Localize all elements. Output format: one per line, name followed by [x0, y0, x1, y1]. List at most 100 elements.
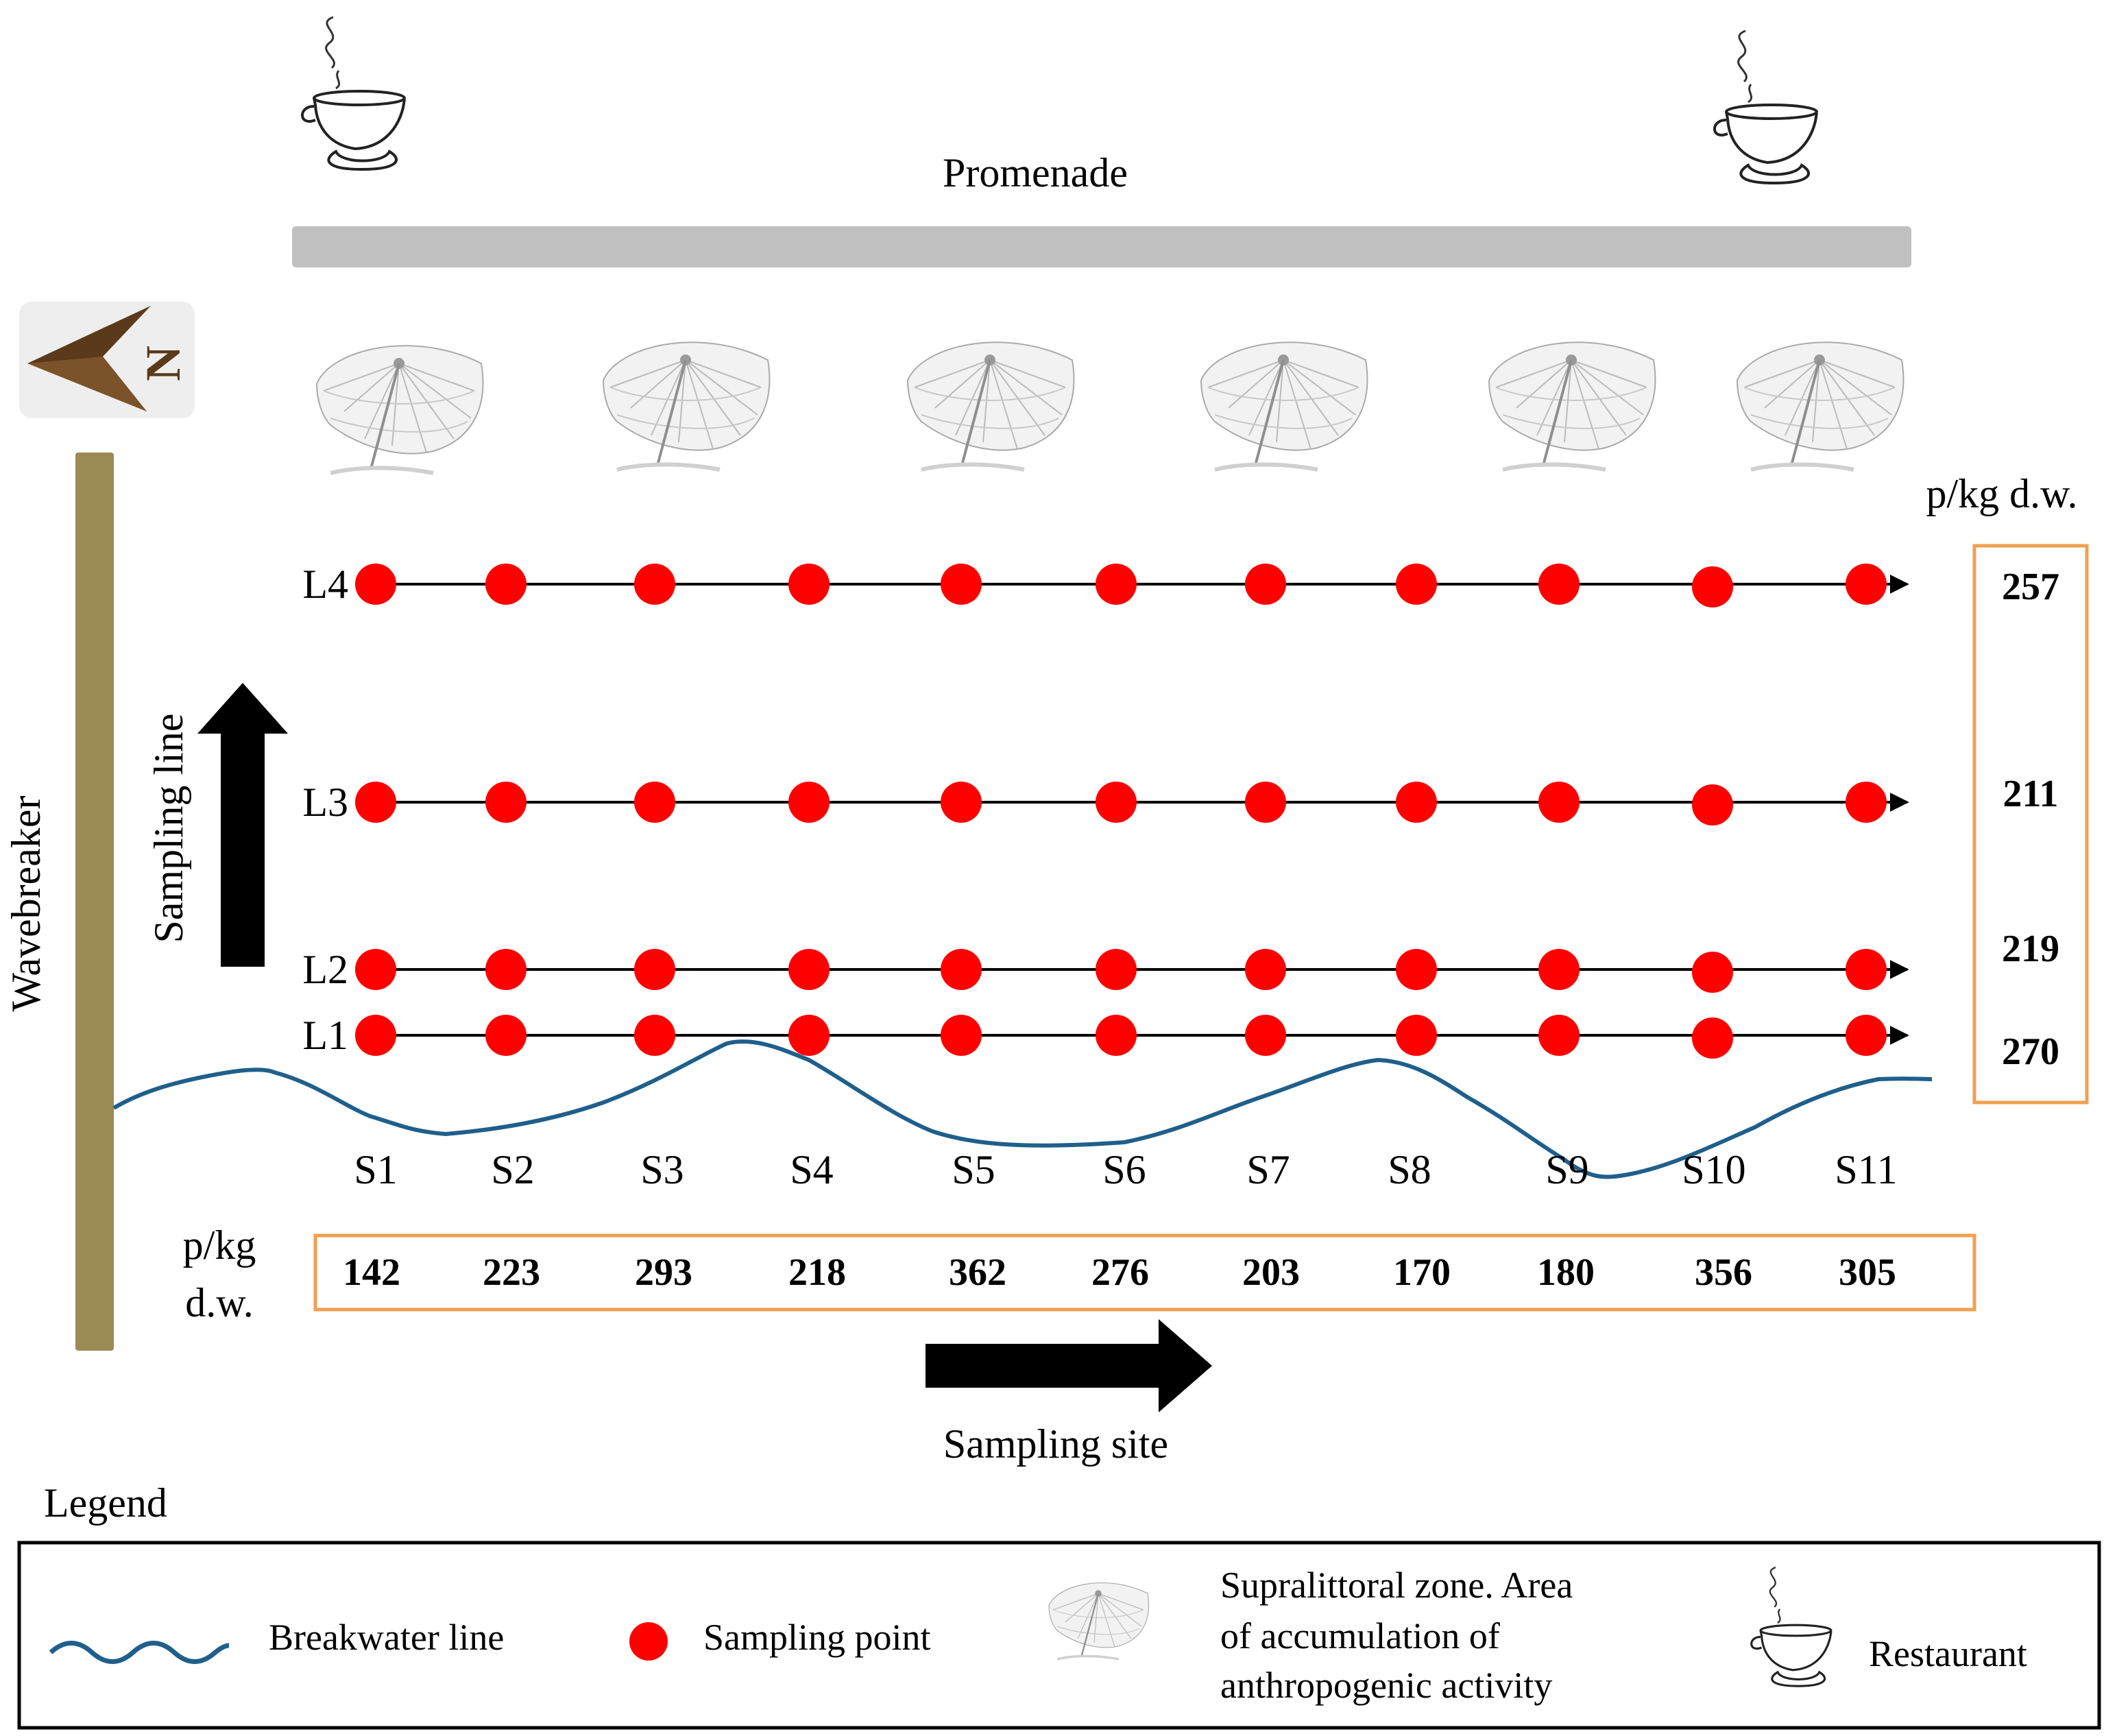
- sampling-point: [1846, 782, 1887, 823]
- site-label: S2: [491, 1147, 534, 1192]
- sampling-point: [1396, 1015, 1437, 1056]
- sampling-line-arrow-icon: [197, 683, 288, 967]
- promenade-bar: [292, 226, 1911, 267]
- site-value: 142: [343, 1251, 400, 1294]
- sampling-point: [355, 564, 396, 605]
- sampling-point: [1846, 1015, 1887, 1056]
- line-values-box: [1972, 544, 2089, 1105]
- site-value: 223: [483, 1251, 540, 1294]
- sampling-point: [1846, 949, 1887, 990]
- sampling-point: [1538, 1015, 1580, 1056]
- sampling-point: [1096, 782, 1137, 823]
- sampling-line-l3: L3: [302, 780, 1909, 825]
- site-value: 203: [1242, 1251, 1300, 1294]
- sampling-point: [1846, 564, 1887, 605]
- sampling-point: [788, 564, 830, 605]
- sampling-point: [1538, 782, 1580, 823]
- legend-breakwater-label: Breakwater line: [269, 1617, 504, 1658]
- sampling-site-label: Sampling site: [943, 1421, 1168, 1467]
- legend-title: Legend: [44, 1480, 167, 1526]
- sampling-line-l2: L2: [302, 947, 1909, 993]
- legend-sampling-point-label: Sampling point: [703, 1617, 931, 1658]
- site-value: 170: [1393, 1251, 1451, 1294]
- sampling-point: [1245, 1015, 1286, 1056]
- sampling-point: [1245, 949, 1286, 990]
- wavebreaker-label: Wavebreaker: [3, 796, 49, 1012]
- legend-umbrella-icon: [1048, 1581, 1150, 1661]
- site-value: 218: [788, 1251, 846, 1294]
- line-values: 270 219 211 257: [2002, 566, 2059, 1073]
- site-value: 305: [1839, 1251, 1896, 1294]
- restaurant-icon-left: [300, 16, 406, 171]
- sampling-point: [1538, 949, 1580, 990]
- restaurant-icon-right: [1713, 29, 1818, 184]
- sampling-point: [1692, 1017, 1733, 1059]
- wavebreaker-bar: [75, 453, 114, 1351]
- breakwater-line: [112, 1039, 1933, 1179]
- sampling-point: [941, 949, 982, 990]
- sampling-point: [1396, 564, 1437, 605]
- sampling-point: [485, 564, 527, 605]
- umbrella-icon: [1489, 342, 1655, 470]
- site-value: 356: [1695, 1251, 1752, 1294]
- site-value: 180: [1537, 1251, 1595, 1294]
- sampling-point: [1096, 564, 1137, 605]
- site-label: S9: [1545, 1147, 1588, 1192]
- line-value: 211: [2003, 773, 2059, 815]
- sampling-point: [1538, 564, 1580, 605]
- site-value: 293: [635, 1251, 692, 1294]
- sampling-point: [355, 1015, 396, 1056]
- legend-supralittoral-line3: anthropogenic activity: [1220, 1665, 1552, 1706]
- sampling-point: [1245, 564, 1286, 605]
- line-value: 270: [2002, 1030, 2059, 1073]
- line-label: L2: [302, 947, 348, 992]
- legend-restaurant-icon: [1750, 1566, 1832, 1687]
- sampling-point: [788, 1015, 830, 1056]
- sampling-point: [941, 782, 982, 823]
- sampling-point: [1692, 952, 1733, 993]
- sampling-site-arrow-icon: [926, 1319, 1212, 1412]
- sampling-point: [1396, 782, 1437, 823]
- unit-label-right: p/kg d.w.: [1926, 471, 2077, 516]
- site-label: S7: [1246, 1147, 1290, 1192]
- sampling-point: [788, 949, 830, 990]
- sampling-point: [485, 1015, 527, 1056]
- sampling-lines: L1 L2 L3 L4: [302, 562, 1909, 1059]
- sampling-point: [1096, 1015, 1137, 1056]
- line-label: L4: [302, 562, 348, 607]
- unit-label-bottom-line2: d.w.: [185, 1280, 253, 1325]
- line-label: L1: [302, 1013, 348, 1058]
- sampling-point: [788, 782, 830, 823]
- umbrella-row: [317, 342, 1903, 473]
- site-label: S3: [640, 1147, 684, 1192]
- sampling-point: [941, 1015, 982, 1056]
- line-value: 257: [2002, 566, 2059, 608]
- compass-letter: N: [136, 346, 191, 381]
- umbrella-icon: [317, 346, 483, 473]
- umbrella-icon: [908, 342, 1074, 470]
- site-label: S10: [1682, 1147, 1745, 1192]
- sampling-point: [1692, 784, 1733, 825]
- sampling-point: [485, 782, 527, 823]
- sampling-point: [485, 949, 527, 990]
- site-label: S5: [952, 1147, 995, 1192]
- sampling-point: [634, 564, 675, 605]
- sampling-point: [355, 782, 396, 823]
- site-label: S8: [1388, 1147, 1431, 1192]
- umbrella-icon: [1737, 342, 1903, 470]
- site-label: S4: [790, 1147, 833, 1192]
- promenade-label: Promenade: [943, 150, 1128, 195]
- sampling-point: [634, 1015, 675, 1056]
- line-label: L3: [302, 780, 348, 825]
- legend-breakwater-swatch: [49, 1641, 230, 1664]
- compass-icon: N: [19, 302, 195, 418]
- legend-box: [17, 1541, 2101, 1730]
- sampling-line-l1: L1: [302, 1013, 1909, 1059]
- site-value: 362: [949, 1251, 1006, 1294]
- line-value: 219: [2002, 928, 2059, 970]
- legend-supralittoral-line1: Supralittoral zone. Area: [1220, 1565, 1573, 1606]
- sampling-point: [1096, 949, 1137, 990]
- sampling-point: [634, 949, 675, 990]
